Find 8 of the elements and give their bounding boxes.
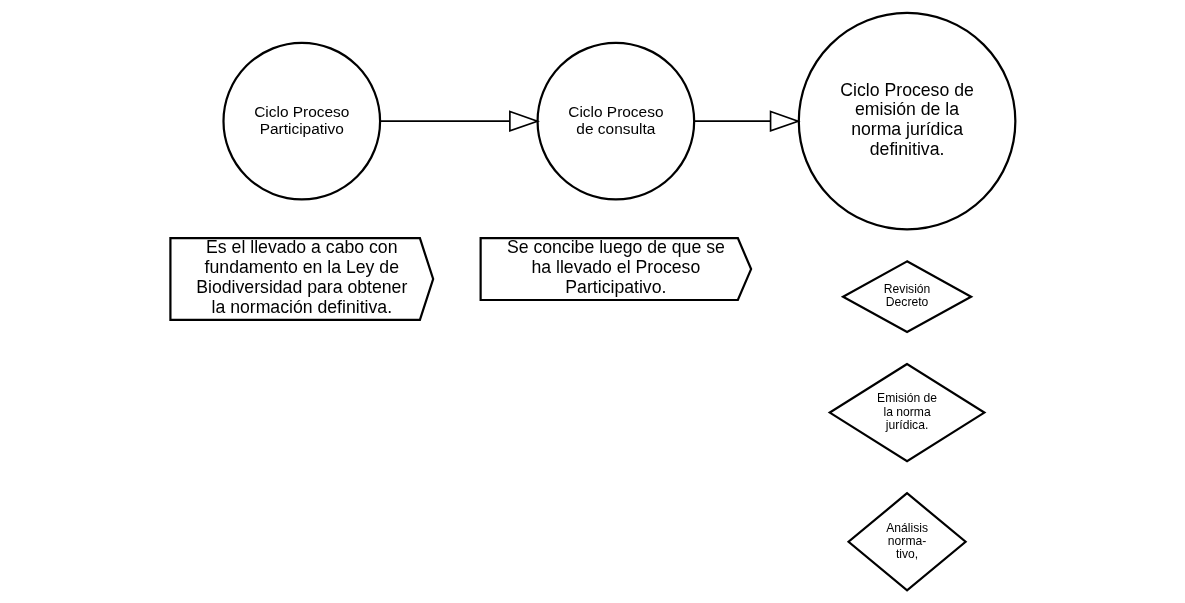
arrow [378, 110, 540, 132]
node-diamond: Emisión de la norma jurídica. [827, 362, 986, 463]
node-circle: Ciclo Proceso de consulta [535, 41, 695, 201]
node-circle: Ciclo Proceso Participativo [221, 41, 381, 201]
node-circle: Ciclo Proceso de emisión de la norma jurídica definitiva. [797, 11, 1016, 231]
arrow [692, 110, 801, 132]
node-diamond: Análisis norma- tivo, [846, 491, 967, 592]
node-diamond: Revisión Decreto [840, 260, 973, 334]
